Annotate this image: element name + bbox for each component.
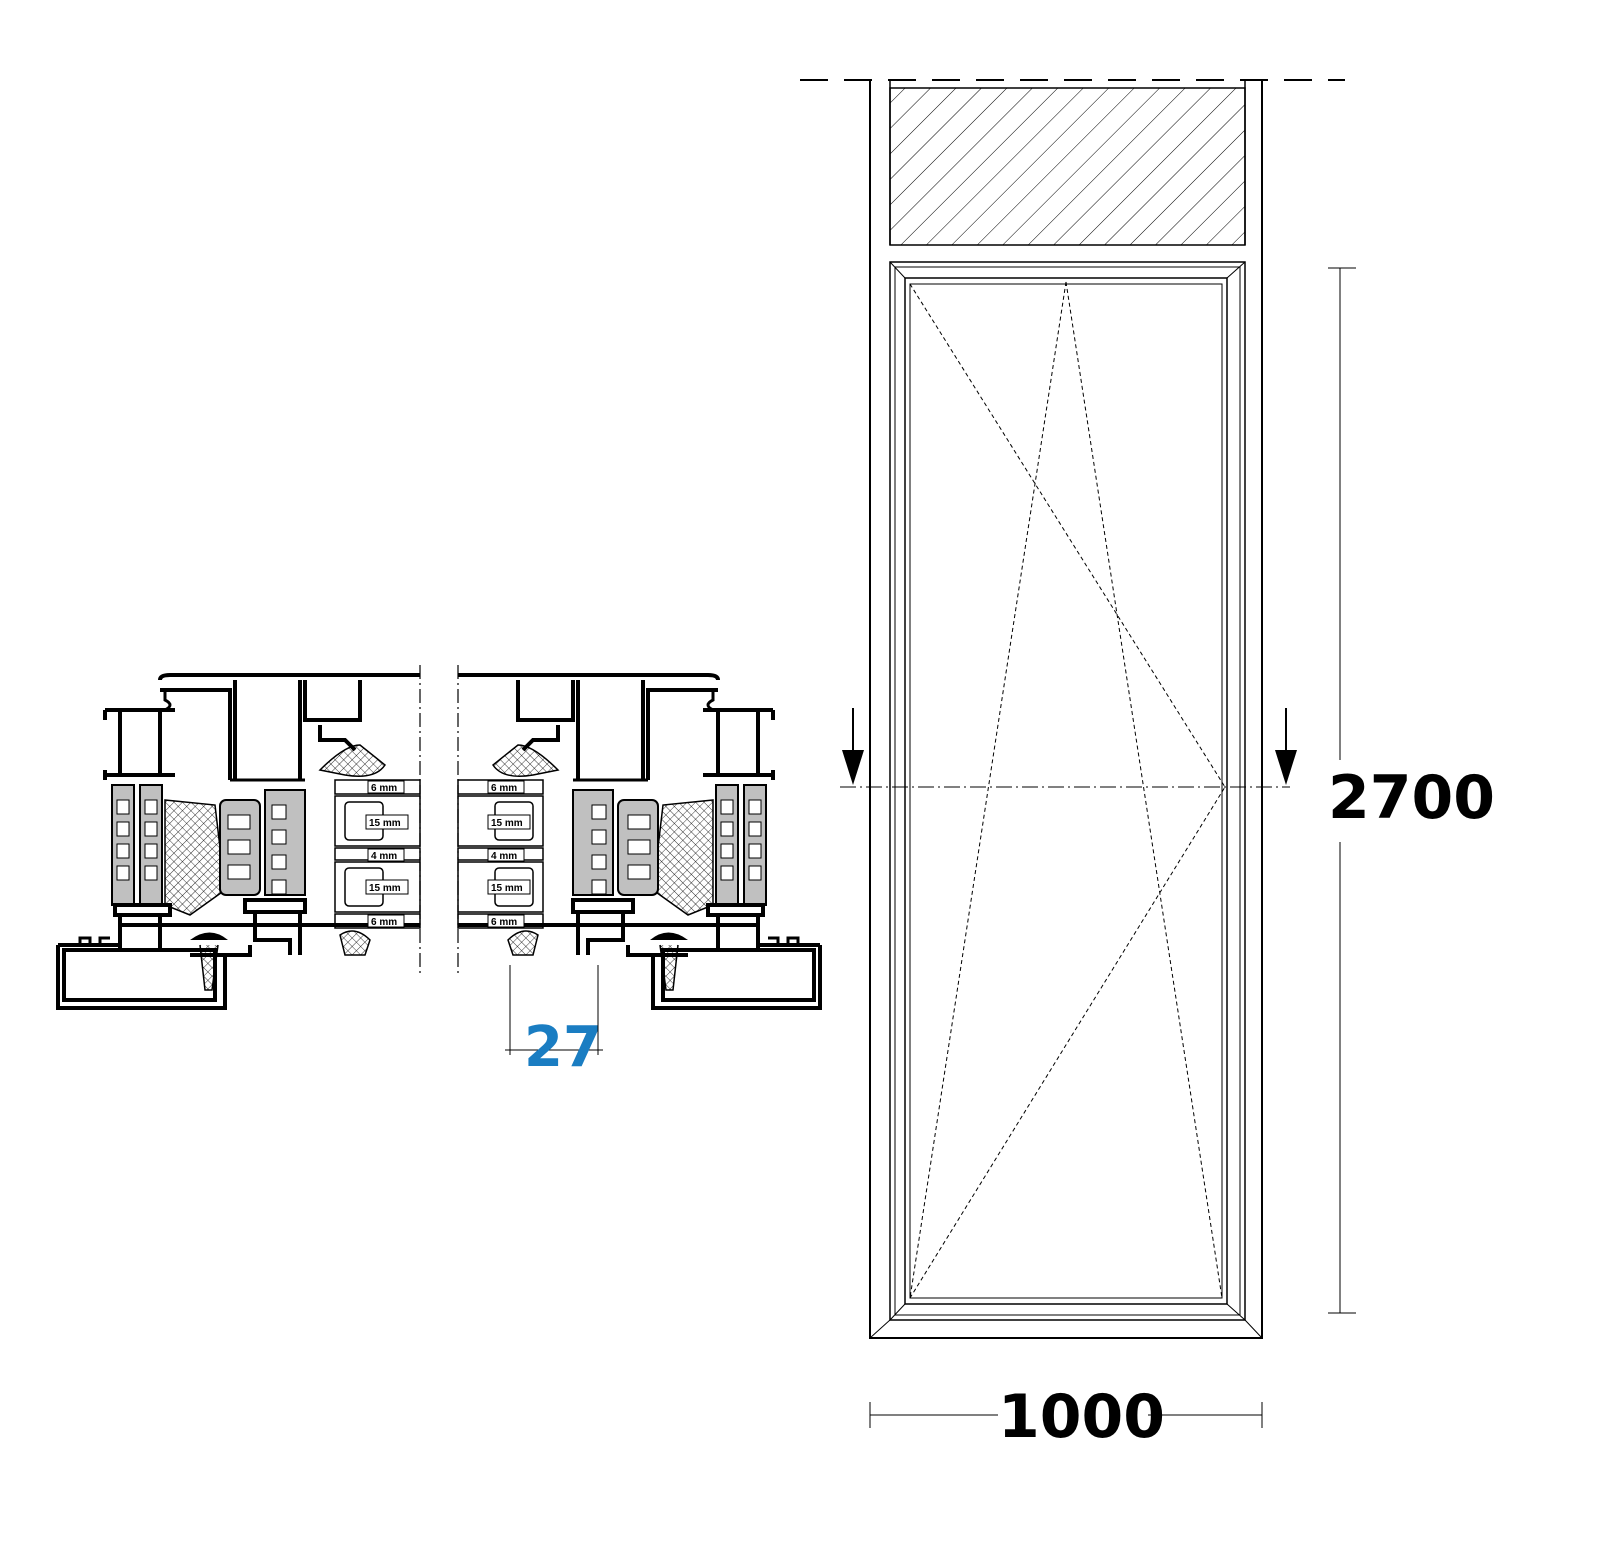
width-dimension	[869, 1402, 1263, 1428]
glass-label: 6 mm	[491, 783, 517, 794]
width-dimension-label: 1000	[998, 1382, 1165, 1452]
glass-label: 15 mm	[369, 883, 401, 894]
section-profile-right	[456, 663, 822, 1010]
window-elevation	[800, 79, 1345, 1339]
section-profile-left	[56, 663, 422, 1010]
section-arrow-left-icon	[842, 750, 864, 785]
glass-label: 4 mm	[491, 851, 517, 862]
section-arrow-right-icon	[1275, 750, 1297, 785]
glass-label: 6 mm	[491, 917, 517, 928]
height-dimension	[1328, 267, 1356, 1314]
glass-labels-left: 6 mm 15 mm 4 mm 15 mm 6 mm	[365, 780, 409, 928]
glass-labels-right: 6 mm 15 mm 4 mm 15 mm 6 mm	[487, 780, 531, 928]
section-arrows	[842, 708, 1297, 785]
profile-dimension-label: 27	[524, 1015, 602, 1080]
profile-dimension	[505, 965, 603, 1055]
glass-label: 4 mm	[371, 851, 397, 862]
glass-label: 6 mm	[371, 917, 397, 928]
glass-label: 15 mm	[491, 883, 523, 894]
height-dimension-label: 2700	[1328, 763, 1495, 833]
glass-label: 15 mm	[491, 818, 523, 829]
glass-label: 15 mm	[369, 818, 401, 829]
glass-label: 6 mm	[371, 783, 397, 794]
